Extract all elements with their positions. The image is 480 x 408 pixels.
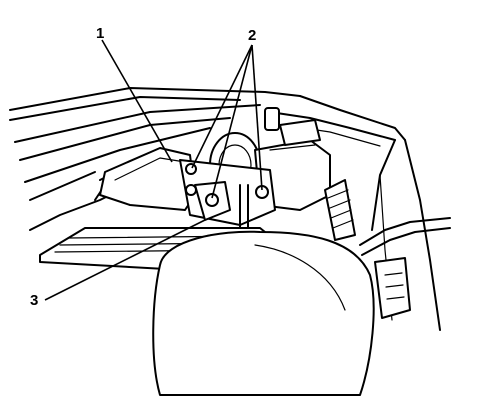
leader-1: [101, 39, 173, 163]
leader-2c: [251, 44, 263, 191]
booster-bracket: [99, 147, 196, 211]
callout-1: 1: [96, 25, 104, 42]
callout-2: 2: [248, 27, 256, 44]
seat-blob: [152, 230, 375, 396]
leader-2a: [191, 44, 253, 169]
pedal-mount-plate: [179, 159, 276, 241]
leader-2b: [211, 44, 253, 199]
bolt-upper-left: [185, 163, 197, 175]
corrugated-hose: [324, 179, 356, 241]
leader-lines: [44, 39, 263, 301]
leader-3: [44, 219, 206, 301]
wiring-harness: [359, 217, 451, 319]
bolt-lower-left: [185, 184, 197, 196]
windshield-cowl: [9, 87, 406, 201]
bolt-center: [205, 193, 219, 207]
callout-3: 3: [30, 292, 38, 309]
